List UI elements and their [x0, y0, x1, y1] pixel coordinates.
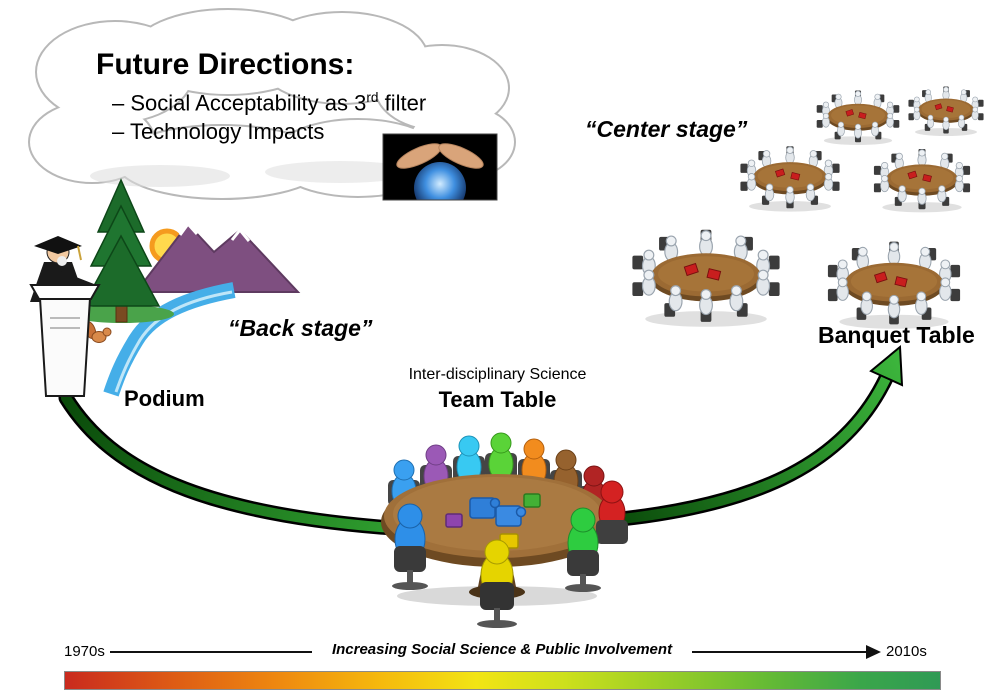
- graduation-cap-icon: [34, 236, 82, 254]
- bullet2-text: – Technology Impacts: [112, 119, 325, 144]
- podium-scene: [29, 178, 301, 397]
- bullet1-pre: – Social Acceptability as 3: [112, 90, 367, 116]
- team-table-label: Team Table: [438, 387, 557, 412]
- hands-icon: [396, 143, 484, 169]
- mountains: [133, 222, 301, 293]
- glowing-globe-icon: [414, 162, 466, 200]
- team-member-green-front: [565, 507, 601, 592]
- team-table-kicker-label: Inter-disciplinary Science: [408, 366, 587, 383]
- timeline-start-label: 1970s: [64, 643, 105, 660]
- back-stage-label: “Back stage”: [228, 315, 373, 341]
- cloud-title: Future Directions:: [96, 48, 355, 81]
- puzzle-pieces: [445, 493, 541, 549]
- pine-tree-icon: [81, 178, 161, 323]
- team-member-yellow-front: [477, 539, 517, 628]
- cloud-bullet-social-acceptability: – Social Acceptability as 3rd filter: [112, 90, 426, 116]
- team-table-illustration: [381, 432, 628, 628]
- bullet1-superscript: rd: [366, 90, 379, 105]
- center-stage-label: “Center stage”: [585, 116, 748, 142]
- timeline-end-label: 2010s: [886, 643, 927, 660]
- banquet-table-label: Banquet Table: [818, 322, 975, 348]
- podium-label: Podium: [124, 386, 205, 411]
- crystal-ball-image: [382, 133, 498, 201]
- arrowhead-icon: [869, 344, 904, 387]
- bullet1-post: filter: [378, 90, 427, 116]
- arrow-team-table-to-banquet: [604, 344, 904, 528]
- team-member-blue-front: [392, 503, 428, 590]
- arrow-podium-to-team-table: [58, 390, 400, 536]
- timeline-arrowhead-icon: [866, 645, 881, 659]
- timeline-caption: Increasing Social Science & Public Invol…: [312, 641, 692, 658]
- timeline-gradient-bar: [64, 671, 941, 690]
- podium-stand: [29, 284, 101, 397]
- team-member-lime: [488, 432, 514, 482]
- cloud-bullet-technology-impacts: – Technology Impacts: [112, 119, 324, 145]
- team-member-red-right: [596, 480, 628, 544]
